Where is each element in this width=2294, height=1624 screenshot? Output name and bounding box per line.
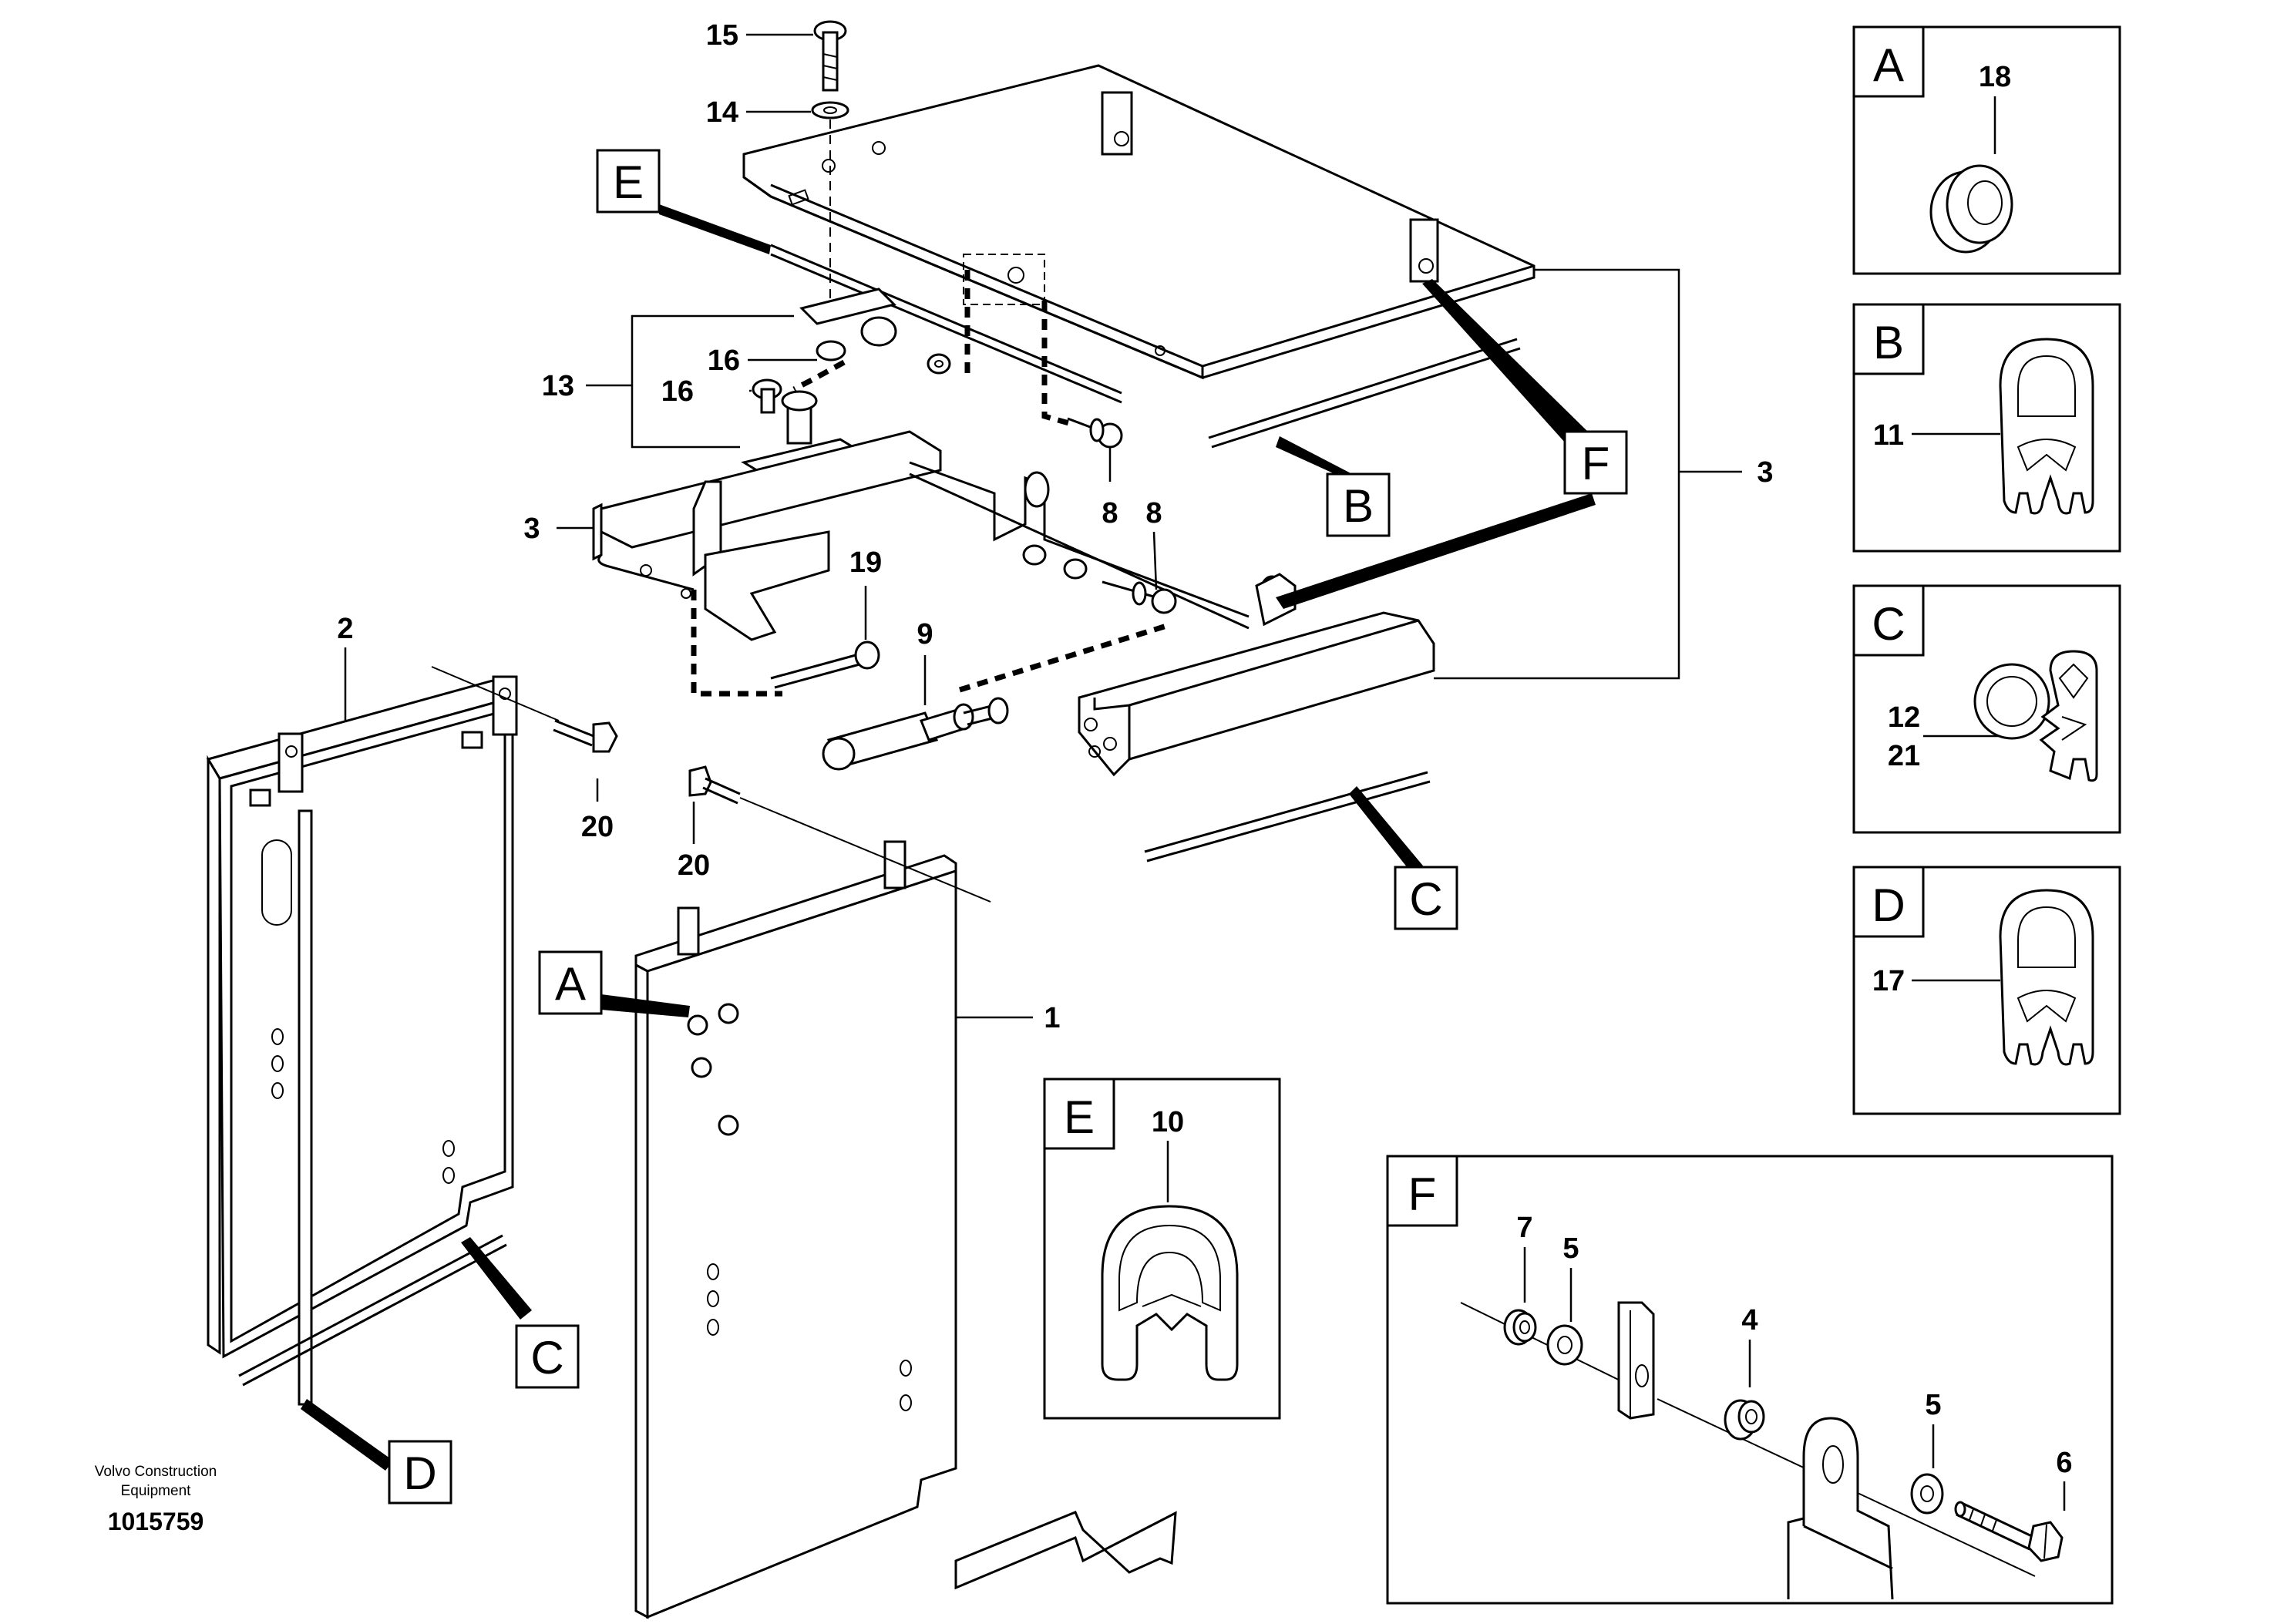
callout-10: 10 [1152, 1106, 1184, 1138]
detail-panel-f: F 7 5 4 5 6 [1386, 1155, 2114, 1605]
callout-17: 17 [1872, 965, 1905, 997]
grommet-18 [1929, 164, 2013, 254]
ref-label-a: A [555, 958, 586, 1010]
ref-box-c-main: C [1394, 866, 1458, 930]
ref-label-b: B [1343, 480, 1374, 532]
callout-18: 18 [1979, 61, 2011, 93]
callout-19: 19 [849, 546, 882, 579]
panel-b-label: B [1873, 317, 1904, 368]
callout-2: 2 [337, 613, 353, 645]
figure-number: 1015759 [108, 1508, 204, 1535]
seal-profile-17 [1999, 889, 2094, 1066]
callout-numbers: 15 14 16 16 13 3 3 8 8 19 9 2 20 20 1 [337, 19, 1773, 1034]
ref-label-c-left: C [530, 1332, 563, 1384]
brand-line-1: Volvo Construction [95, 1464, 217, 1480]
reference-wedges [301, 204, 1596, 1471]
side-panel-2 [206, 675, 518, 1359]
bushing-4 [1724, 1399, 1765, 1441]
panel-f-label: F [1408, 1168, 1437, 1220]
panel-a-label: A [1873, 39, 1904, 91]
callout-16-a: 16 [708, 345, 740, 377]
washer-14 [811, 101, 849, 119]
callout-14: 14 [706, 96, 738, 129]
brand-line-2: Equipment [121, 1483, 192, 1499]
detail-panel-e: E 10 [1043, 1078, 1281, 1420]
seal-profile-11 [1999, 338, 2094, 515]
frame-beam-3 [1078, 611, 1435, 777]
bolt-6 [1954, 1501, 2064, 1562]
callout-5-b: 5 [1925, 1389, 1941, 1421]
callout-16-b: 16 [661, 375, 694, 408]
seal-profile-12 [1973, 650, 2098, 782]
callout-15: 15 [706, 19, 738, 52]
ref-box-f-main: F [1563, 430, 1628, 495]
callout-5-a: 5 [1562, 1232, 1579, 1265]
leader-lines [344, 33, 1742, 1019]
callout-9: 9 [917, 618, 933, 651]
ref-label-d-left: D [403, 1447, 436, 1499]
detail-panel-a: A 18 [1852, 25, 2121, 275]
grommet-small [927, 353, 1088, 580]
view-direction-arrow [954, 1511, 1177, 1590]
pin-8-lower [1102, 580, 1177, 614]
seal-bar-b [1208, 338, 1521, 449]
panel-c-label: C [1872, 598, 1905, 650]
brand-block: Volvo Construction Equipment 1015759 [95, 1464, 217, 1535]
frame-rail-3 [592, 430, 1297, 641]
callout-20-a: 20 [581, 811, 614, 843]
callout-20-b: 20 [678, 849, 710, 882]
pin-8-upper [1067, 417, 1123, 449]
bolt-20-right [688, 765, 991, 903]
side-panel-1 [634, 840, 957, 1619]
hinge-bracket-13 [741, 287, 897, 476]
ref-label-e: E [613, 156, 644, 208]
panel-e-label: E [1064, 1091, 1095, 1143]
top-cover-panel [742, 64, 1536, 380]
callout-12: 12 [1888, 701, 1920, 734]
bolt-15 [813, 20, 847, 92]
ref-box-a-main: A [538, 950, 603, 1015]
seal-profile-10 [1101, 1205, 1239, 1381]
seal-bar-e [770, 244, 1122, 404]
gas-spring-9 [822, 697, 1009, 771]
ref-label-f: F [1582, 438, 1610, 489]
bolt-19 [770, 641, 880, 689]
callout-6: 6 [2056, 1447, 2072, 1479]
washer-5-b [1910, 1473, 1944, 1515]
callout-3-a: 3 [523, 513, 540, 545]
callout-4: 4 [1741, 1304, 1758, 1337]
ref-box-d-left: D [388, 1440, 452, 1505]
ref-box-b-main: B [1326, 472, 1391, 537]
washer-7 [1503, 1309, 1537, 1346]
seal-bar-c [1144, 771, 1431, 862]
bolt-20-left [431, 666, 618, 753]
ref-box-e-main: E [596, 149, 661, 214]
callout-21: 21 [1888, 740, 1920, 772]
plate-bracket [1617, 1301, 1655, 1420]
callout-1: 1 [1044, 1002, 1060, 1034]
latch-pin-dash [1041, 301, 1072, 427]
callout-8-a: 8 [1102, 497, 1118, 530]
seal-rod-c-left [238, 1234, 507, 1387]
callout-11: 11 [1873, 419, 1904, 452]
detail-panel-d: D 17 [1852, 866, 2121, 1115]
ref-box-c-left: C [515, 1324, 580, 1389]
callout-3-b: 3 [1757, 456, 1773, 489]
detail-panel-c: C 12 21 [1852, 584, 2121, 834]
panel-d-label: D [1872, 879, 1905, 931]
detail-panel-b: B 11 [1852, 303, 2121, 553]
callout-13: 13 [542, 370, 574, 402]
seal-rod-d [298, 809, 313, 1406]
washer-5-a [1546, 1324, 1583, 1366]
hinge-lug [1787, 1417, 1894, 1600]
callout-7: 7 [1516, 1212, 1532, 1244]
ref-label-c: C [1409, 873, 1442, 925]
callout-8-b: 8 [1145, 497, 1162, 530]
